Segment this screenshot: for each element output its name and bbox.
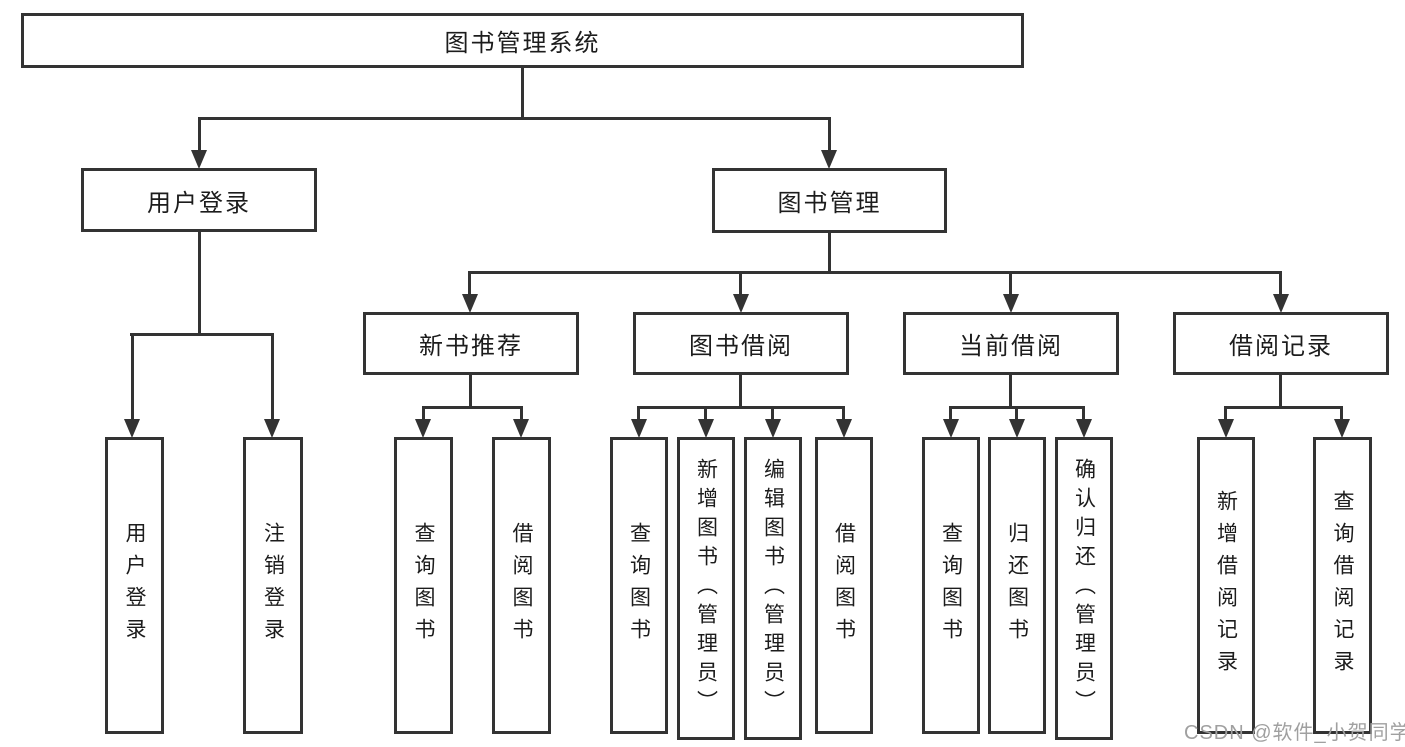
arrowhead-user-login [191, 150, 207, 169]
node-library-management-system: 图书管理系统 [21, 13, 1024, 68]
connector-br-branch [1224, 406, 1343, 409]
node-leaf-bb-borrow-books: 借阅图书 [815, 437, 873, 734]
connector-bb-edit-shaft [771, 406, 774, 422]
arrowhead-nbr-borrow [513, 419, 529, 438]
node-label: 确认归还（管理员） [1072, 458, 1096, 719]
node-label: 用户登录 [123, 521, 146, 650]
connector-current-borrow-shaft [1009, 271, 1012, 297]
node-label: 新增图书（管理员） [694, 458, 718, 719]
connector-bb-branch [637, 406, 845, 409]
node-leaf-cb-confirm-return-admin: 确认归还（管理员） [1055, 437, 1113, 740]
arrowhead-br-query [1334, 419, 1350, 438]
node-label: 新书推荐 [419, 333, 523, 360]
node-leaf-bb-edit-books-admin: 编辑图书（管理员） [744, 437, 802, 740]
node-book-management: 图书管理 [712, 168, 947, 233]
connector-login-leaf-shaft [131, 333, 134, 421]
node-current-borrowing: 当前借阅 [903, 312, 1119, 375]
node-label: 查询借阅记录 [1331, 489, 1354, 682]
connector-bb-query-shaft [637, 406, 640, 422]
node-label: 查询图书 [939, 521, 963, 650]
connector-nbr-drop [469, 375, 472, 409]
node-book-borrowing: 图书借阅 [633, 312, 849, 375]
node-label: 借阅记录 [1229, 333, 1333, 360]
arrowhead-cb-return [1009, 419, 1025, 438]
arrowhead-bb-add [698, 419, 714, 438]
node-leaf-nbr-query-books: 查询图书 [394, 437, 453, 734]
connector-user-login-shaft [198, 117, 201, 153]
node-label: 当前借阅 [959, 333, 1063, 360]
node-borrowing-records: 借阅记录 [1173, 312, 1389, 375]
arrowhead-borrow-record [1273, 294, 1289, 313]
connector-cb-query-shaft [949, 406, 952, 422]
arrowhead-login-leaf [124, 419, 140, 438]
connector-root-drop [521, 68, 524, 120]
connector-new-book-rec-shaft [468, 271, 471, 297]
node-label: 图书管理 [777, 190, 882, 217]
node-label: 图书借阅 [689, 333, 793, 360]
node-label: 图书管理系统 [444, 30, 601, 57]
node-leaf-bb-add-books-admin: 新增图书（管理员） [677, 437, 735, 740]
node-label: 借阅图书 [832, 521, 856, 650]
node-label: 用户登录 [147, 189, 251, 217]
arrowhead-bb-borrow [836, 419, 852, 438]
node-leaf-logout: 注销登录 [243, 437, 303, 734]
connector-book-mgmt-shaft [828, 117, 831, 153]
node-label: 注销登录 [261, 521, 285, 650]
arrowhead-bb-query [631, 419, 647, 438]
connector-logout-leaf-shaft [271, 333, 274, 421]
arrowhead-logout-leaf [264, 419, 280, 438]
node-label: 查询图书 [627, 521, 651, 650]
connector-bb-borrow-shaft [842, 406, 845, 422]
connector-cb-drop [1009, 375, 1012, 409]
connector-borrow-record-shaft [1279, 271, 1282, 297]
connector-level3-branch [468, 271, 1282, 274]
connector-nbr-branch [422, 406, 523, 409]
arrowhead-bb-edit [765, 419, 781, 438]
connector-user-login-branch [130, 333, 273, 336]
node-user-login: 用户登录 [81, 168, 317, 232]
arrowhead-current-borrow [1003, 294, 1019, 313]
connector-bb-drop [739, 375, 742, 409]
connector-br-add-shaft [1224, 406, 1227, 422]
node-leaf-bb-query-books: 查询图书 [610, 437, 668, 734]
node-label: 归还图书 [1005, 521, 1029, 650]
node-leaf-cb-return-books: 归还图书 [988, 437, 1046, 734]
node-new-book-recommend: 新书推荐 [363, 312, 579, 375]
connector-bb-add-shaft [704, 406, 707, 422]
node-leaf-br-query-record: 查询借阅记录 [1313, 437, 1372, 734]
connector-user-login-drop [198, 232, 201, 336]
connector-br-query-shaft [1340, 406, 1343, 422]
connector-nbr-query-shaft [422, 406, 425, 422]
node-label: 新增借阅记录 [1214, 489, 1238, 682]
arrowhead-book-borrow [733, 294, 749, 313]
arrowhead-br-add [1218, 419, 1234, 438]
node-label: 借阅图书 [510, 521, 533, 650]
connector-book-borrow-shaft [739, 271, 742, 297]
arrowhead-book-mgmt [821, 150, 837, 169]
node-leaf-cb-query-books: 查询图书 [922, 437, 980, 734]
node-leaf-user-login: 用户登录 [105, 437, 164, 734]
arrowhead-cb-confirm [1076, 419, 1092, 438]
connector-br-drop [1279, 375, 1282, 409]
connector-book-mgmt-drop [828, 233, 831, 274]
node-leaf-nbr-borrow-books: 借阅图书 [492, 437, 551, 734]
node-leaf-br-add-record: 新增借阅记录 [1197, 437, 1255, 734]
csdn-watermark: CSDN @软件_小贺同学 [1184, 722, 1405, 744]
connector-nbr-borrow-shaft [520, 406, 523, 422]
arrowhead-cb-query [943, 419, 959, 438]
arrowhead-new-book-rec [462, 294, 478, 313]
connector-level2-branch [198, 117, 831, 120]
connector-cb-confirm-shaft [1082, 406, 1085, 422]
node-label: 编辑图书（管理员） [761, 458, 785, 719]
node-label: 查询图书 [412, 521, 435, 650]
arrowhead-nbr-query [415, 419, 431, 438]
connector-cb-return-shaft [1015, 406, 1018, 422]
